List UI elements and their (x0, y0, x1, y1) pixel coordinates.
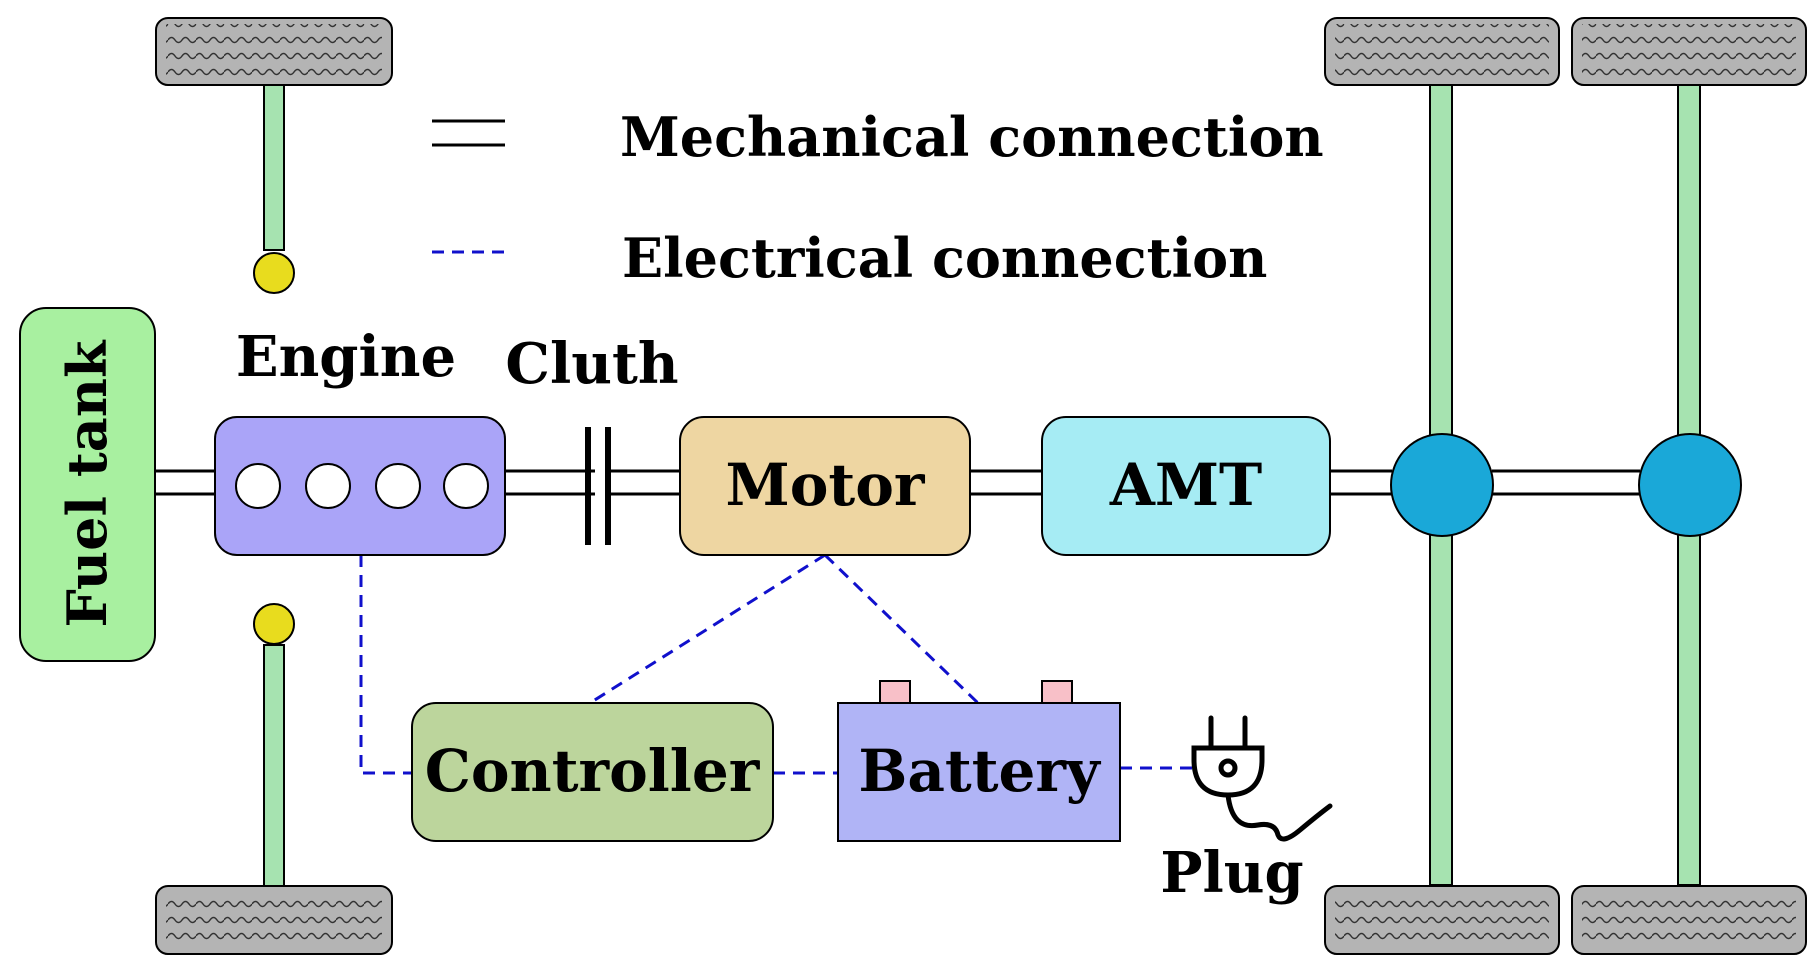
cylinder (375, 463, 421, 509)
legend-mechanical-line (432, 119, 505, 147)
left-front-assembly (155, 17, 393, 294)
battery-terminal (879, 680, 911, 704)
right-axle-2 (1571, 17, 1807, 955)
plug-label: Plug (1160, 840, 1303, 906)
battery: Battery (837, 680, 1121, 842)
fuel-tank: Fuel tank (19, 307, 156, 662)
clutch-label: Cluth (505, 331, 678, 397)
amt-label: AMT (1109, 451, 1262, 519)
tire-right2-bottom (1571, 885, 1807, 955)
clutch: Cluth (505, 331, 679, 545)
steering-knob-lower (253, 603, 295, 645)
engine-controller-wire (359, 555, 412, 775)
left-rear-assembly (155, 603, 393, 955)
tire-right1-bottom (1324, 885, 1560, 955)
motor-label: Motor (726, 451, 926, 519)
cylinder (443, 463, 489, 509)
legend: Mechanical connection Electrical connect… (432, 105, 1324, 290)
tire-right1-top (1324, 17, 1560, 86)
tire-right2-top (1571, 17, 1807, 86)
engine-label: Engine (236, 324, 456, 390)
controller-label: Controller (425, 737, 761, 805)
engine-block (214, 416, 506, 556)
mechanical-connections (155, 469, 1640, 496)
steering-rod-lower (263, 644, 285, 891)
plug-icon (1191, 715, 1333, 842)
battery-label: Battery (858, 737, 1102, 805)
plug: Plug (1160, 715, 1333, 906)
engine: Engine (214, 324, 506, 556)
cylinder (305, 463, 351, 509)
differential-hub-2 (1638, 433, 1742, 537)
tire-left-bottom (155, 885, 393, 955)
cylinder (235, 463, 281, 509)
steering-rod-upper (263, 84, 285, 251)
legend-electrical-label: Electrical connection (622, 226, 1267, 290)
tire-left-top (155, 17, 393, 86)
fuel-tank-label: Fuel tank (55, 339, 119, 628)
battery-terminal (1041, 680, 1073, 704)
motor-controller-wire (589, 553, 826, 705)
electrical-connections (359, 553, 1195, 775)
controller: Controller (411, 702, 774, 842)
motor: Motor (679, 416, 971, 556)
amt: AMT (1041, 416, 1331, 556)
steering-knob-upper (253, 252, 295, 294)
motor-battery-wire (823, 553, 980, 705)
legend-mechanical-label: Mechanical connection (620, 105, 1324, 169)
differential-hub-1 (1390, 433, 1494, 537)
